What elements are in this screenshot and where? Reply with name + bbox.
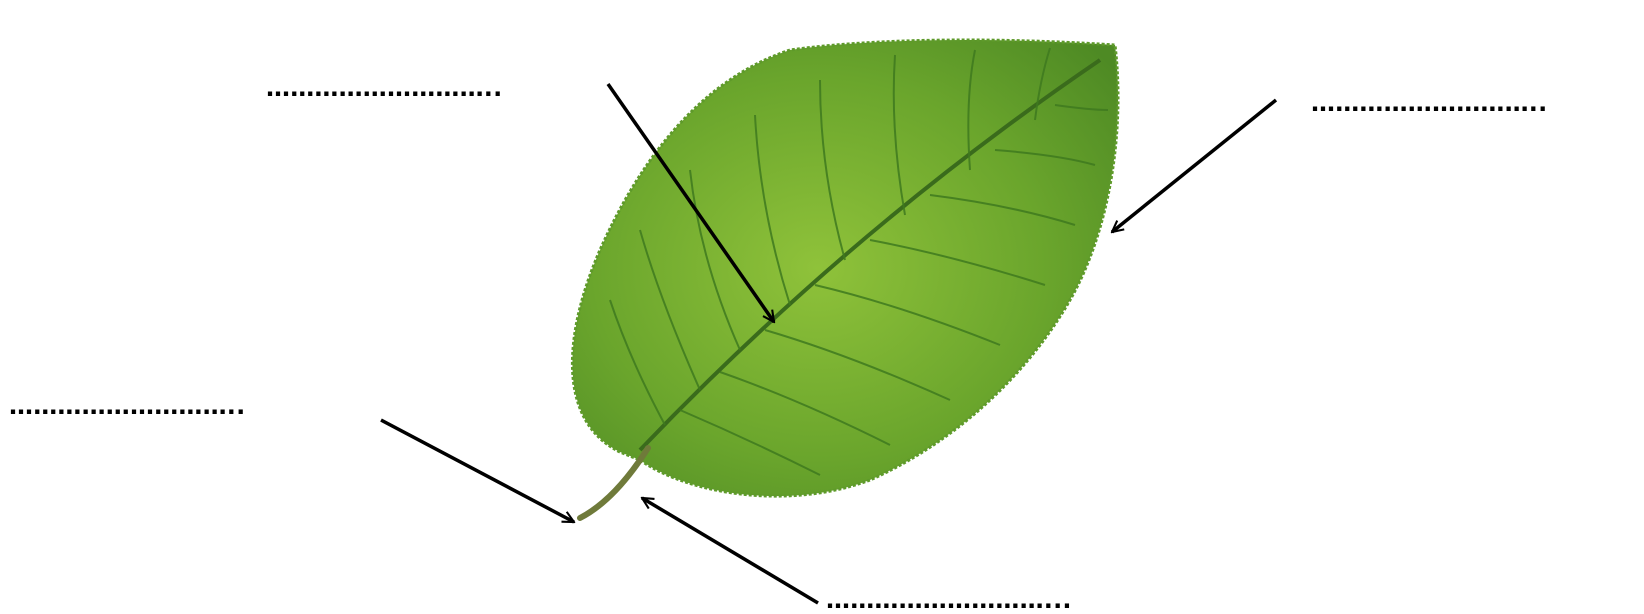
label-blank-left[interactable]: ………………………..: [9, 394, 245, 418]
petiole: [580, 448, 648, 518]
label-blank-top-right[interactable]: ………………………..: [1311, 91, 1547, 115]
arrow-to-leaf-base: [642, 498, 818, 603]
label-blank-top-left[interactable]: ………………………..: [266, 76, 502, 100]
arrow-to-margin: [1112, 100, 1276, 232]
arrow-to-petiole: [381, 420, 574, 522]
leaf-icon: [572, 40, 1118, 518]
label-blank-bottom[interactable]: ………………………...: [826, 588, 1072, 612]
